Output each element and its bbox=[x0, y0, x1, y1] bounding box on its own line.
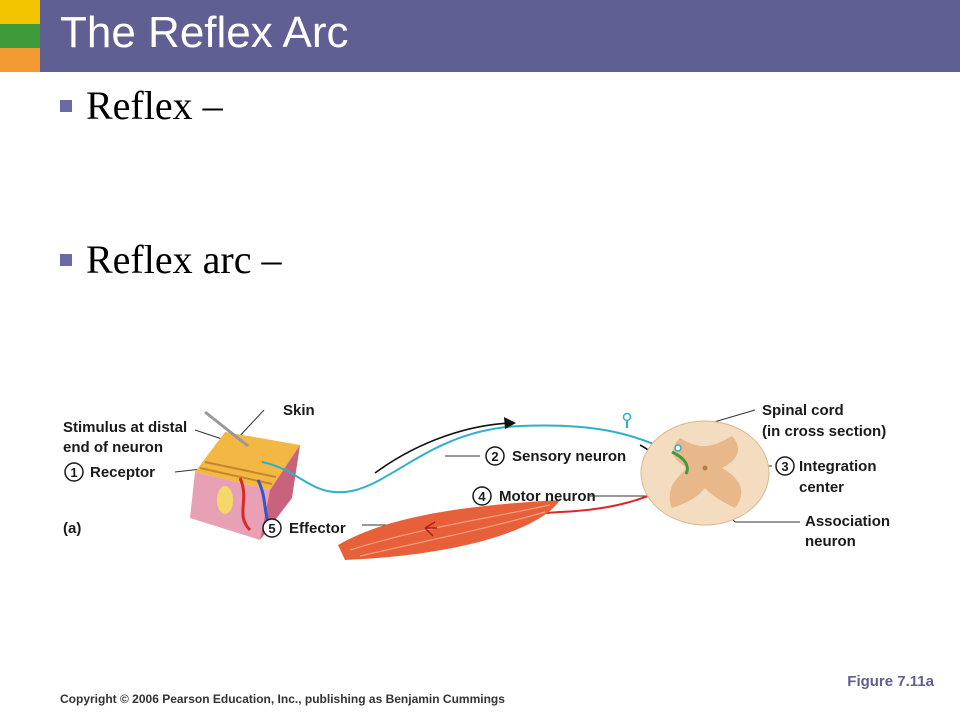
bullet-text: Reflex arc – bbox=[86, 237, 282, 282]
skin-block bbox=[190, 410, 300, 540]
step-number-motor-neuron: 4 bbox=[478, 489, 486, 504]
muscle-effector bbox=[338, 500, 560, 560]
label-association-line2: neuron bbox=[805, 533, 856, 550]
corner-block-green bbox=[0, 24, 40, 48]
bullet-square-icon bbox=[60, 253, 72, 266]
slide-title: The Reflex Arc bbox=[60, 8, 349, 57]
sensory-neuron-path bbox=[261, 424, 673, 494]
bullet-reflex-arc: Reflex arc – bbox=[60, 236, 281, 283]
step-number-receptor: 1 bbox=[70, 465, 77, 480]
label-integration-line1: Integration bbox=[799, 458, 877, 475]
label-receptor: Receptor bbox=[90, 464, 155, 481]
bullet-square-icon bbox=[60, 99, 72, 112]
label-stimulus-line2: end of neuron bbox=[63, 439, 163, 456]
figure-caption: Figure 7.11a bbox=[847, 673, 934, 690]
label-skin: Skin bbox=[283, 402, 315, 419]
label-effector: Effector bbox=[289, 520, 346, 537]
label-spinal-cord-line2: (in cross section) bbox=[762, 423, 886, 440]
step-number-integration: 3 bbox=[781, 459, 788, 474]
label-motor-neuron: Motor neuron bbox=[499, 488, 596, 505]
bullet-reflex: Reflex – bbox=[60, 82, 223, 129]
copyright-notice: Copyright © 2006 Pearson Education, Inc.… bbox=[60, 692, 505, 706]
corner-block-yellow bbox=[0, 0, 40, 24]
corner-block-orange bbox=[0, 48, 40, 72]
label-spinal-cord-line1: Spinal cord bbox=[762, 402, 844, 419]
label-panel: (a) bbox=[63, 520, 81, 537]
bullet-text: Reflex – bbox=[86, 83, 223, 128]
title-bar bbox=[40, 0, 960, 72]
label-stimulus-line1: Stimulus at distal bbox=[63, 419, 187, 436]
label-association-line1: Association bbox=[805, 513, 890, 530]
reflex-arc-diagram: 1 2 3 4 5 Skin Stimulus at distal end of… bbox=[63, 402, 890, 560]
step-number-effector: 5 bbox=[268, 521, 275, 536]
spinal-cord-cross-section bbox=[640, 420, 770, 526]
step-number-sensory-neuron: 2 bbox=[491, 449, 498, 464]
label-sensory-neuron: Sensory neuron bbox=[512, 448, 626, 465]
label-integration-line2: center bbox=[799, 479, 844, 496]
